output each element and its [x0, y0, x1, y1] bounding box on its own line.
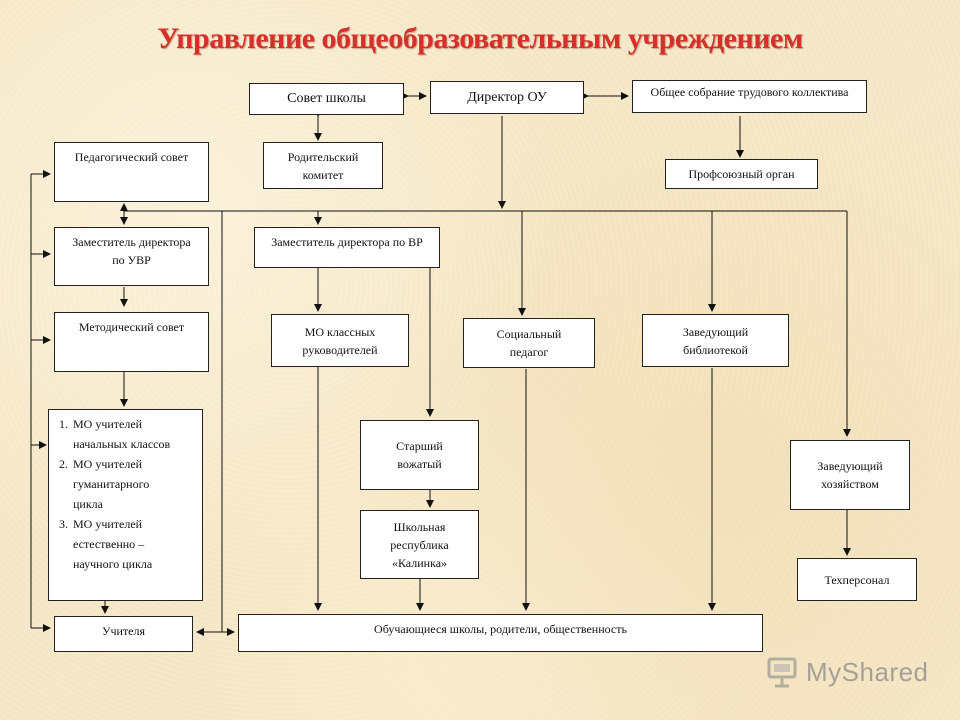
mo-teachers-list-box: МО учителей начальных классов МО учителе… [48, 409, 203, 601]
head-librarian-line-1: Заведующий [682, 324, 749, 339]
list-item: МО учителей начальных классов [71, 414, 196, 454]
pedagogical-council-box: Педагогический совет [54, 142, 209, 202]
list-item-line: МО учителей [73, 457, 143, 471]
senior-counselor-line-2: вожатый [397, 457, 442, 471]
school-council-box: Совет школы [249, 83, 404, 115]
list-item-line: МО учителей [73, 517, 143, 531]
school-council-label: Совет школы [287, 91, 366, 106]
parent-committee-line-1: Родительский [287, 149, 359, 164]
methodical-council-box: Методический совет [54, 312, 209, 372]
social-pedagogue-line-2: педагог [509, 345, 549, 359]
deputy-vr-label: Заместитель директора по ВР [271, 235, 423, 249]
list-item-line: гуманитарного [73, 477, 150, 491]
deputy-uvr-line-2: по УВР [112, 253, 151, 267]
social-pedagogue-box: Социальный педагог [463, 318, 595, 368]
mo-teachers-list: МО учителей начальных классов МО учителе… [53, 414, 196, 574]
mo-class-teachers-line-2: руководителей [302, 342, 378, 357]
school-republic-box: Школьная республика «Калинка» [360, 510, 479, 579]
list-item: МО учителей гуманитарного цикла [71, 454, 196, 514]
head-librarian-box: Заведующий библиотекой [642, 314, 789, 367]
general-meeting-label: Общее собрание трудового коллектива [650, 84, 849, 99]
head-household-line-1: Заведующий [817, 459, 883, 473]
deputy-uvr-line-1: Заместитель директора [72, 235, 191, 249]
students-parents-box: Обучающиеся школы, родители, общественно… [238, 614, 763, 652]
mo-class-teachers-line-1: МО классных [304, 324, 376, 339]
social-pedagogue-line-1: Социальный [496, 327, 562, 341]
mo-class-teachers-box: МО классных руководителей [271, 314, 409, 367]
pedagogical-council-label: Педагогический совет [74, 150, 189, 164]
parent-committee-line-2: комитет [302, 167, 344, 182]
head-household-line-2: хозяйством [821, 477, 879, 491]
school-republic-line-3: «Калинка» [391, 555, 448, 570]
teachers-box: Учителя [54, 616, 193, 652]
list-item: МО учителей естественно – научного цикла [71, 514, 196, 574]
school-republic-line-2: республика [390, 537, 449, 552]
watermark-text: MyShared [806, 656, 929, 687]
watermark: MyShared [766, 652, 936, 692]
general-meeting-box: Общее собрание трудового коллектива [632, 80, 867, 113]
deputy-uvr-box: Заместитель директора по УВР [54, 227, 209, 286]
page-title: Управление общеобразовательным учреждени… [157, 22, 803, 55]
senior-counselor-line-1: Старший [396, 439, 443, 453]
students-parents-label: Обучающиеся школы, родители, общественно… [374, 622, 627, 636]
list-item-line: естественно – [73, 537, 145, 551]
list-item-line: начальных классов [73, 437, 171, 451]
head-librarian-line-2: библиотекой [683, 342, 748, 357]
school-republic-line-1: Школьная [393, 519, 446, 534]
parent-committee-box: Родительский комитет [263, 142, 383, 189]
tech-staff-box: Техперсонал [797, 558, 917, 601]
presentation-icon [767, 657, 797, 688]
list-item-line: научного цикла [73, 557, 153, 571]
deputy-vr-box: Заместитель директора по ВР [254, 227, 440, 268]
head-household-box: Заведующий хозяйством [790, 440, 910, 510]
methodical-council-label: Методический совет [78, 320, 185, 334]
trade-union-box: Профсоюзный орган [665, 159, 818, 189]
list-item-line: цикла [73, 497, 103, 511]
director-label: Директор ОУ [467, 89, 547, 105]
list-item-line: МО учителей [73, 417, 143, 431]
senior-counselor-box: Старший вожатый [360, 420, 479, 490]
trade-union-label: Профсоюзный орган [688, 167, 795, 181]
tech-staff-label: Техперсонал [824, 572, 890, 587]
teachers-label: Учителя [101, 624, 146, 638]
director-box: Директор ОУ [430, 81, 584, 114]
